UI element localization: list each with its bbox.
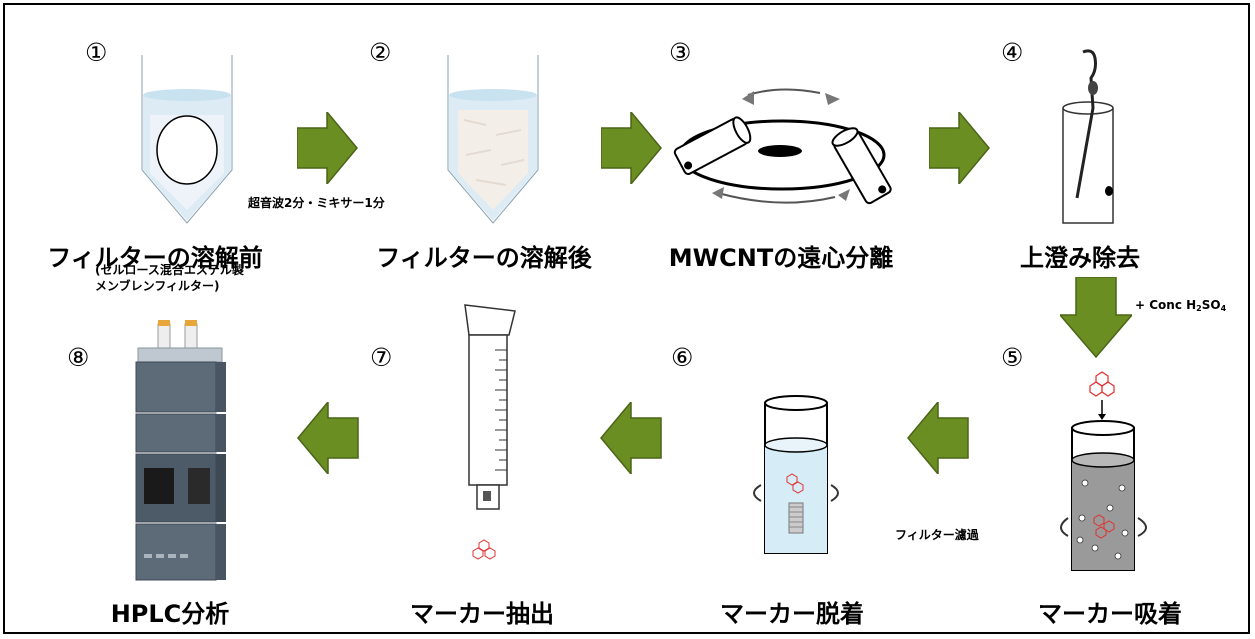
pipette-in-tube-icon	[1062, 49, 1114, 224]
arrow-left-2-icon	[600, 402, 662, 474]
hplc-instrument-icon	[135, 320, 226, 581]
step-label-3: MWCNTの遠心分離	[668, 244, 894, 272]
tube-with-filter-icon	[141, 55, 233, 224]
reagent-sub2: 4	[1220, 304, 1227, 313]
arrow-right-1-icon	[297, 112, 358, 184]
syringe-icon	[464, 304, 516, 560]
step-number-7: ⑦	[370, 343, 393, 372]
step-label-6: マーカー脱着	[720, 600, 864, 628]
note-filtration: フィルター濾過	[895, 528, 979, 542]
step-sublabel-1b: メンブレンフィルター)	[95, 279, 220, 293]
arrow-left-3-icon	[297, 402, 359, 474]
arrow-down-icon	[1060, 277, 1132, 359]
step-number-2: ②	[369, 38, 392, 67]
step-label-2: フィルターの溶解後	[376, 244, 592, 272]
step-sublabel-1a: (セルロース混合エステル製	[95, 263, 244, 277]
reagent-sub1: 2	[1196, 304, 1202, 313]
step-number-1: ①	[85, 38, 108, 67]
note-reagent: + Conc H2SO4	[1135, 298, 1226, 313]
marker-desorption-tube-icon	[753, 395, 839, 554]
step-label-8: HPLC分析	[110, 600, 230, 628]
reagent-mid: SO	[1201, 298, 1221, 312]
step-number-8: ⑧	[67, 343, 90, 372]
step-label-1: フィルターの溶解前	[47, 244, 263, 272]
marker-adsorption-tube-icon	[1060, 371, 1147, 571]
reagent-prefix: + Conc H	[1135, 298, 1197, 312]
step-number-5: ⑤	[1001, 343, 1024, 372]
arrow-right-2-icon	[601, 112, 662, 184]
tube-dissolved-icon	[447, 55, 539, 224]
step-number-6: ⑥	[671, 343, 694, 372]
step-number-4: ④	[1001, 38, 1024, 67]
centrifuge-icon	[673, 88, 892, 205]
step-label-7: マーカー抽出	[410, 600, 554, 628]
arrow-left-1-icon	[907, 402, 969, 474]
step-number-3: ③	[669, 38, 692, 67]
note-ultrasonic: 超音波2分・ミキサー1分	[248, 196, 385, 210]
step-label-5: マーカー吸着	[1038, 600, 1182, 628]
arrow-right-3-icon	[929, 112, 990, 184]
step-label-4: 上澄み除去	[1020, 244, 1140, 272]
